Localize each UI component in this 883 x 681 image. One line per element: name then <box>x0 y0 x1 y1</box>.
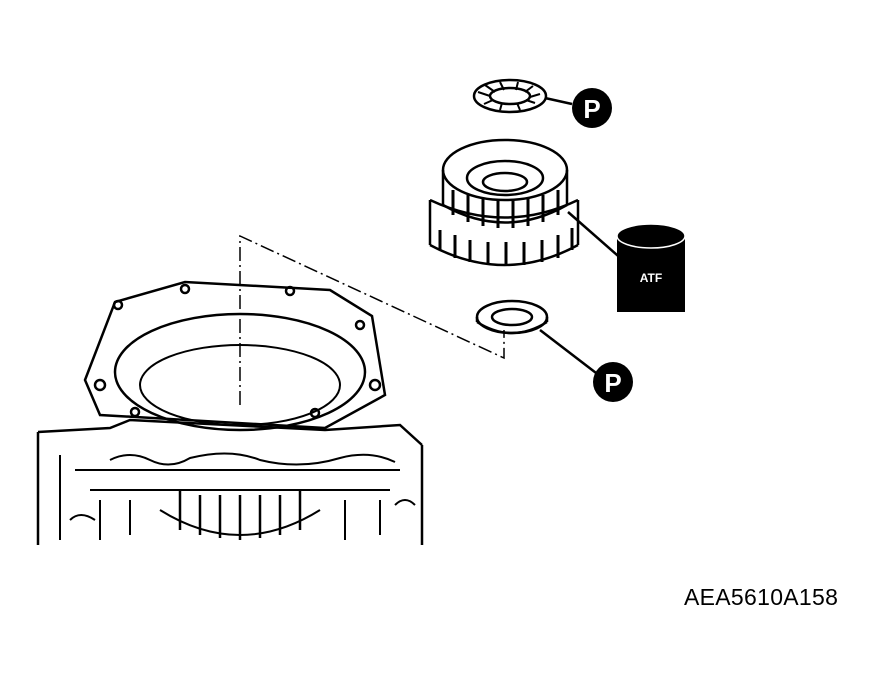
figure-code: AEA5610A158 <box>684 584 839 610</box>
atf-can-icon: ATF <box>616 223 686 312</box>
leader-line-upper <box>544 96 573 106</box>
petroleum-jelly-icon-lower: P <box>593 362 633 402</box>
thrust-washer <box>475 299 549 335</box>
atf-label: ATF <box>640 271 662 285</box>
petroleum-jelly-label-lower: P <box>604 368 621 398</box>
petroleum-jelly-icon-upper: P <box>572 88 612 128</box>
petroleum-jelly-label-upper: P <box>583 94 600 124</box>
thrust-bearing <box>472 78 548 114</box>
leader-line-lower <box>539 329 601 377</box>
leader-line-atf <box>567 211 626 263</box>
transmission-case <box>36 280 424 545</box>
assembly-guide-line <box>239 234 505 405</box>
clutch-hub-gear <box>428 138 580 267</box>
